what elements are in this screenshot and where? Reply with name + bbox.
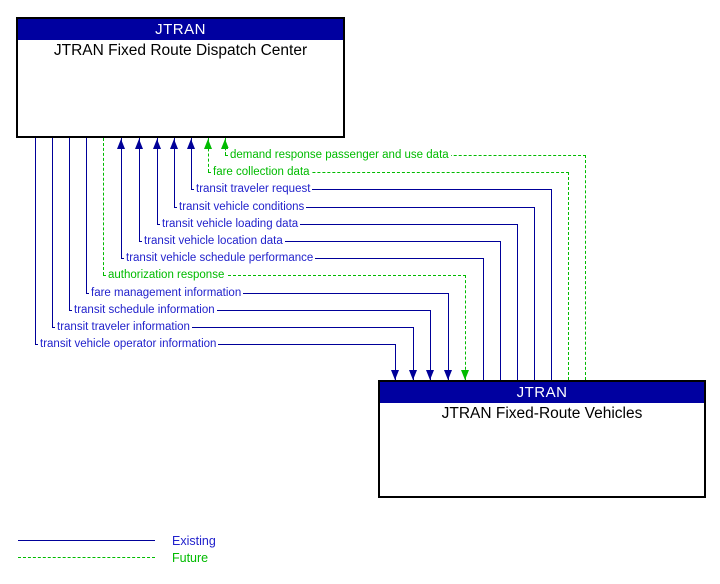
flow-label-fare-collection-data: fare collection data: [211, 165, 312, 179]
flow-right-vertical-transit-vehicle-loading-data: [517, 224, 518, 380]
flow-right-vertical-fare-collection-data: [568, 172, 569, 380]
flow-horizontal-transit-traveler-request: [191, 189, 552, 190]
flow-label-transit-traveler-request: transit traveler request: [194, 182, 313, 196]
flow-label-transit-traveler-information: transit traveler information: [55, 320, 192, 334]
arrow-down-icon-transit-traveler-information: [409, 370, 417, 380]
flow-left-vertical-transit-vehicle-location-data: [139, 138, 140, 241]
flow-left-vertical-transit-traveler-information: [52, 138, 53, 327]
arrow-down-icon-fare-management-information: [444, 370, 452, 380]
entity-name-dispatch-center: JTRAN Fixed Route Dispatch Center: [53, 42, 308, 59]
flow-label-authorization-response: authorization response: [106, 268, 227, 282]
entity-header-dispatch-center: JTRAN: [18, 19, 343, 40]
arrow-up-icon-transit-vehicle-schedule-performance: [117, 139, 125, 149]
legend-row-future: Future: [18, 549, 216, 566]
flow-label-transit-vehicle-operator-information: transit vehicle operator information: [38, 337, 219, 351]
flow-right-vertical-transit-vehicle-schedule-performance: [483, 258, 484, 380]
entity-name-fixed-route-vehicles: JTRAN Fixed-Route Vehicles: [441, 405, 643, 422]
flow-right-vertical-transit-traveler-information: [413, 327, 414, 380]
flow-horizontal-fare-collection-data: [208, 172, 569, 173]
flow-left-vertical-fare-collection-data: [208, 138, 209, 172]
arrow-up-icon-transit-vehicle-location-data: [135, 139, 143, 149]
flow-horizontal-fare-management-information: [86, 293, 449, 294]
flow-left-vertical-transit-vehicle-loading-data: [157, 138, 158, 224]
legend-row-existing: Existing: [18, 532, 216, 549]
flow-horizontal-transit-schedule-information: [69, 310, 431, 311]
flow-left-vertical-authorization-response: [103, 138, 104, 275]
arrow-up-icon-transit-traveler-request: [187, 139, 195, 149]
arrow-up-icon-demand-response-passenger-and-use-data: [221, 139, 229, 149]
arrow-down-icon-authorization-response: [461, 370, 469, 380]
entity-box-fixed-route-vehicles: JTRAN JTRAN Fixed-Route Vehicles: [378, 380, 706, 498]
flow-left-vertical-transit-vehicle-operator-information: [35, 138, 36, 344]
flow-label-transit-vehicle-loading-data: transit vehicle loading data: [160, 217, 301, 231]
flow-right-vertical-demand-response-passenger-and-use-data: [585, 155, 586, 380]
legend-future-label: Future: [172, 550, 209, 565]
flow-label-transit-schedule-information: transit schedule information: [72, 303, 217, 317]
arrow-down-icon-transit-vehicle-operator-information: [391, 370, 399, 380]
flow-right-vertical-transit-schedule-information: [430, 310, 431, 380]
entity-box-dispatch-center: JTRAN JTRAN Fixed Route Dispatch Center: [16, 17, 345, 138]
flow-left-vertical-transit-traveler-request: [191, 138, 192, 189]
legend: Existing Future: [18, 532, 216, 566]
flow-label-demand-response-passenger-and-use-data: demand response passenger and use data: [228, 148, 451, 162]
flow-horizontal-authorization-response: [103, 275, 466, 276]
flow-right-vertical-transit-vehicle-conditions: [534, 207, 535, 380]
flow-horizontal-transit-vehicle-location-data: [139, 241, 501, 242]
arrow-up-icon-transit-vehicle-conditions: [170, 139, 178, 149]
flow-right-vertical-transit-vehicle-operator-information: [395, 344, 396, 380]
flow-left-vertical-transit-vehicle-conditions: [174, 138, 175, 207]
flow-horizontal-transit-vehicle-loading-data: [157, 224, 518, 225]
flow-label-transit-vehicle-location-data: transit vehicle location data: [142, 234, 285, 248]
existing-line-sample: [18, 540, 155, 541]
flow-left-vertical-transit-vehicle-schedule-performance: [121, 138, 122, 258]
flow-horizontal-transit-traveler-information: [52, 327, 414, 328]
flow-right-vertical-transit-vehicle-location-data: [500, 241, 501, 380]
future-line-sample: [18, 557, 155, 558]
arrow-up-icon-fare-collection-data: [204, 139, 212, 149]
flow-label-transit-vehicle-schedule-performance: transit vehicle schedule performance: [124, 251, 316, 265]
flow-left-vertical-transit-schedule-information: [69, 138, 70, 310]
flow-right-vertical-fare-management-information: [448, 293, 449, 380]
flow-right-vertical-transit-traveler-request: [551, 189, 552, 380]
arrow-up-icon-transit-vehicle-loading-data: [153, 139, 161, 149]
flow-horizontal-transit-vehicle-conditions: [174, 207, 535, 208]
flow-left-vertical-fare-management-information: [86, 138, 87, 293]
flow-label-transit-vehicle-conditions: transit vehicle conditions: [177, 200, 307, 214]
arrow-down-icon-transit-schedule-information: [426, 370, 434, 380]
entity-header-fixed-route-vehicles: JTRAN: [380, 382, 704, 403]
flow-right-vertical-authorization-response: [465, 275, 466, 380]
flow-label-fare-management-information: fare management information: [89, 286, 244, 300]
legend-existing-label: Existing: [172, 533, 216, 548]
